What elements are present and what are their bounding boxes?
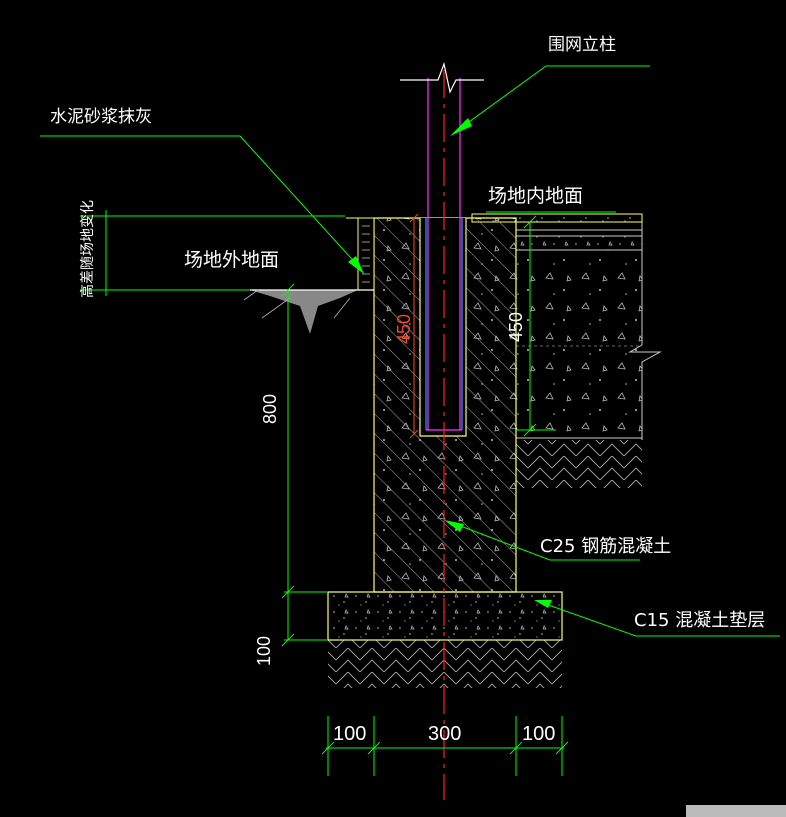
wall-height-dim-text: 800 bbox=[260, 394, 280, 424]
height-note-label: 高差随场地变化 bbox=[79, 200, 96, 298]
mortar-plaster-strip bbox=[346, 217, 375, 291]
inner-depth-dim-text: 450 bbox=[506, 312, 526, 342]
corner-block bbox=[686, 805, 786, 817]
wall-width-dim-text: 300 bbox=[428, 723, 461, 745]
soil-right bbox=[516, 440, 642, 488]
socket-depth-dim bbox=[409, 213, 419, 439]
outer-ground bbox=[243, 289, 374, 334]
outer-ground-label: 场地外地面 bbox=[184, 249, 279, 271]
c25-label: C25 钢筋混凝土 bbox=[540, 536, 671, 557]
pad-thickness-dim-text: 100 bbox=[254, 636, 274, 666]
left-offset-dim-text: 100 bbox=[333, 723, 366, 745]
mortar-plaster-label: 水泥砂浆抹灰 bbox=[50, 107, 152, 127]
fence-post-label: 围网立柱 bbox=[548, 35, 616, 55]
leader-arrowheads bbox=[348, 118, 552, 608]
inner-ground-label: 场地内地面 bbox=[488, 185, 583, 207]
fence-post bbox=[400, 61, 484, 431]
inner-ground-layers bbox=[471, 213, 662, 440]
leader-lines bbox=[40, 65, 780, 637]
soil-under-pad bbox=[328, 640, 562, 688]
c15-pad bbox=[327, 591, 563, 641]
right-offset-dim-text: 100 bbox=[522, 723, 555, 745]
socket-depth-dim-text: 450 bbox=[394, 314, 414, 344]
post-socket bbox=[419, 218, 467, 437]
dimension-lines bbox=[80, 210, 569, 776]
c15-label: C15 混凝土垫层 bbox=[634, 610, 765, 631]
